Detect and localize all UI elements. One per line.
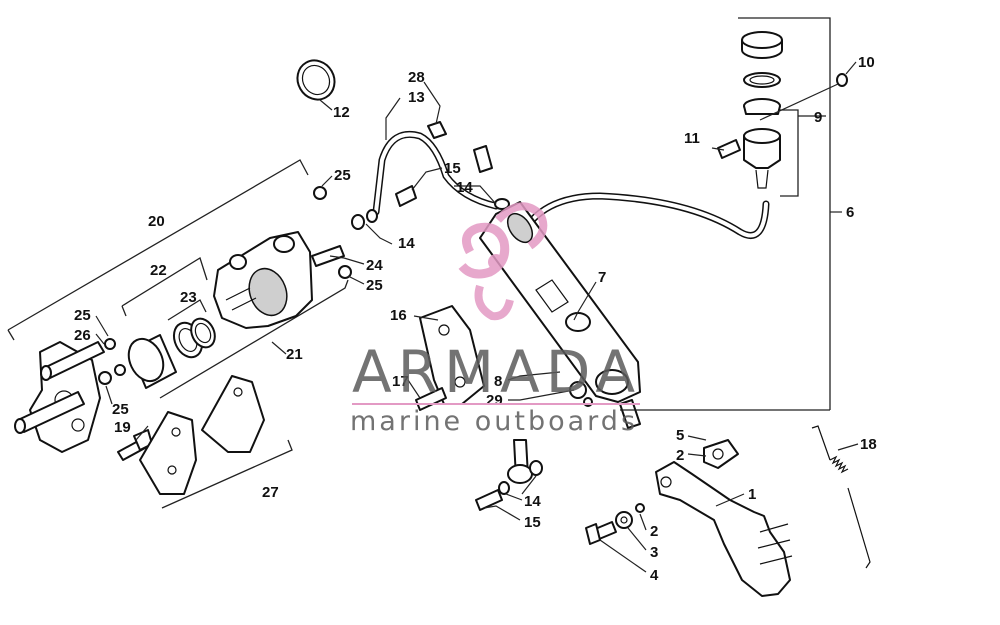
callout-14c: 14 [524,493,541,510]
reservoir-screw [717,139,741,159]
banjo-bolt-14 [395,185,417,207]
master-cylinder-group [351,121,641,511]
callout-7: 7 [598,269,606,286]
callout-15b: 15 [524,514,541,531]
callout-22: 22 [150,262,167,279]
brake-hoses [372,131,770,242]
watermark-logo [458,202,548,321]
washer-25-e [338,265,352,279]
callout-14a: 14 [456,179,473,196]
pedal-bracket [703,439,739,469]
banjo-bolt-lower [475,489,503,511]
reservoir-plate [743,72,781,88]
callout-3: 3 [650,544,658,561]
clevis-pin-8 [569,381,587,399]
callout-13: 13 [408,89,425,106]
callout-26: 26 [74,327,91,344]
callout-19: 19 [114,419,131,436]
callout-25d: 25 [112,401,129,418]
watermark: ARMADA marine outboards [350,202,641,437]
callout-21: 21 [286,346,303,363]
washer-25-d [313,186,327,200]
callout-12: 12 [333,104,350,121]
brake-pedal-group [585,425,871,597]
brake-pedal [655,461,791,597]
nut-10 [836,73,848,87]
watermark-brand-name: ARMADA [352,338,641,406]
callout-25b: 25 [366,277,383,294]
callout-20: 20 [148,213,165,230]
caliper-group [7,159,352,509]
callout-18: 18 [860,436,877,453]
washer-25-c [114,364,126,376]
callout-25c: 25 [74,307,91,324]
watermark-tagline: marine outboards [350,406,638,437]
callout-24: 24 [366,257,383,274]
callout-4: 4 [650,567,659,584]
leader-lines [95,61,859,573]
callout-17: 17 [392,373,409,390]
mounting-plate [419,305,485,405]
bleeder-screw [311,245,345,267]
pedal-washer-2 [635,503,645,513]
callout-27: 27 [262,484,279,501]
callout-1: 1 [748,486,756,503]
callout-11: 11 [684,130,700,147]
callout-labels: 1 2 2 3 4 5 6 7 8 9 10 11 12 13 14 14 14… [74,54,877,584]
hose-clip [427,121,447,139]
callout-14b: 14 [398,235,415,252]
brake-pad-outer [201,375,265,453]
callout-2a: 2 [676,447,684,464]
return-spring [811,425,871,569]
reservoir-group [620,17,848,411]
banjo-bolt-upper [473,145,493,173]
callout-28: 28 [408,69,425,86]
callout-16: 16 [390,307,407,324]
callout-5: 5 [676,427,684,444]
pedal-washer-3 [615,511,633,529]
callout-6: 6 [846,204,854,221]
washer-25-a [104,338,116,350]
washer-25-b [98,371,112,385]
callout-25a: 25 [334,167,351,184]
callout-8: 8 [494,373,502,390]
snap-ring [296,59,336,101]
brake-pad-inner [139,411,197,495]
callout-15a: 15 [444,160,461,177]
callout-10: 10 [858,54,875,71]
callout-2b: 2 [650,523,658,540]
callout-23: 23 [180,289,197,306]
callout-9: 9 [814,109,822,126]
